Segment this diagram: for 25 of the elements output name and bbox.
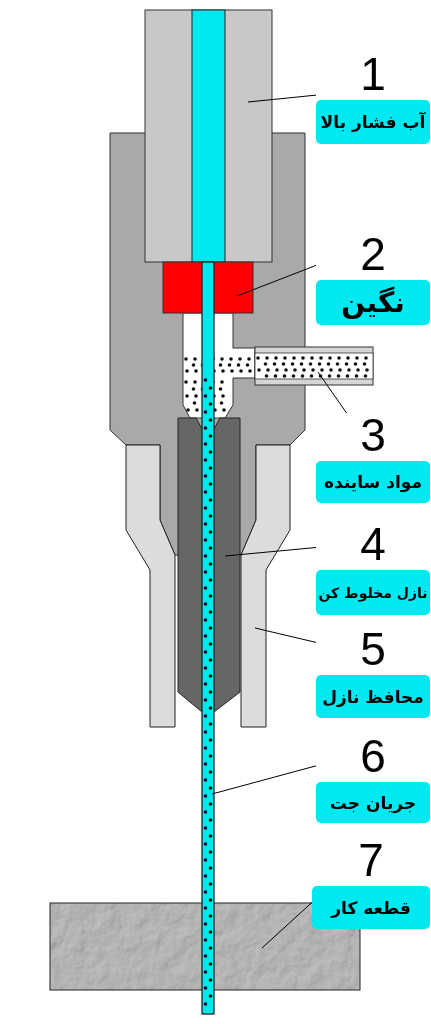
water-jet [201, 261, 215, 1015]
workpiece [49, 902, 361, 991]
pressure-tube [144, 9, 273, 263]
leader-line [224, 547, 317, 557]
label-tag: محافظ نازل [316, 675, 430, 718]
abrasive-feed-tube [254, 346, 374, 386]
callout-number: 1 [360, 52, 386, 96]
label-tag: نگین [316, 280, 430, 325]
leader-line [254, 627, 317, 643]
callout-number: 5 [360, 627, 386, 671]
callout-number: 7 [358, 838, 384, 882]
callout-number: 3 [360, 413, 386, 457]
leader-line [261, 901, 313, 949]
label-tag: نازل مخلوط کن [316, 570, 430, 615]
leader-line [317, 371, 347, 414]
label-tag: آب فشار بالا [316, 100, 430, 144]
label-tag: قطعه کار [312, 886, 430, 929]
nozzle-guard [125, 444, 291, 728]
label-tag: مواد ساینده [316, 461, 430, 503]
callout-number: 6 [360, 734, 386, 778]
callout-number: 4 [360, 522, 386, 566]
label-tag: جریان جت [316, 782, 430, 823]
leader-line [211, 765, 317, 795]
leader-line [247, 94, 317, 103]
callout-number: 2 [360, 232, 386, 276]
